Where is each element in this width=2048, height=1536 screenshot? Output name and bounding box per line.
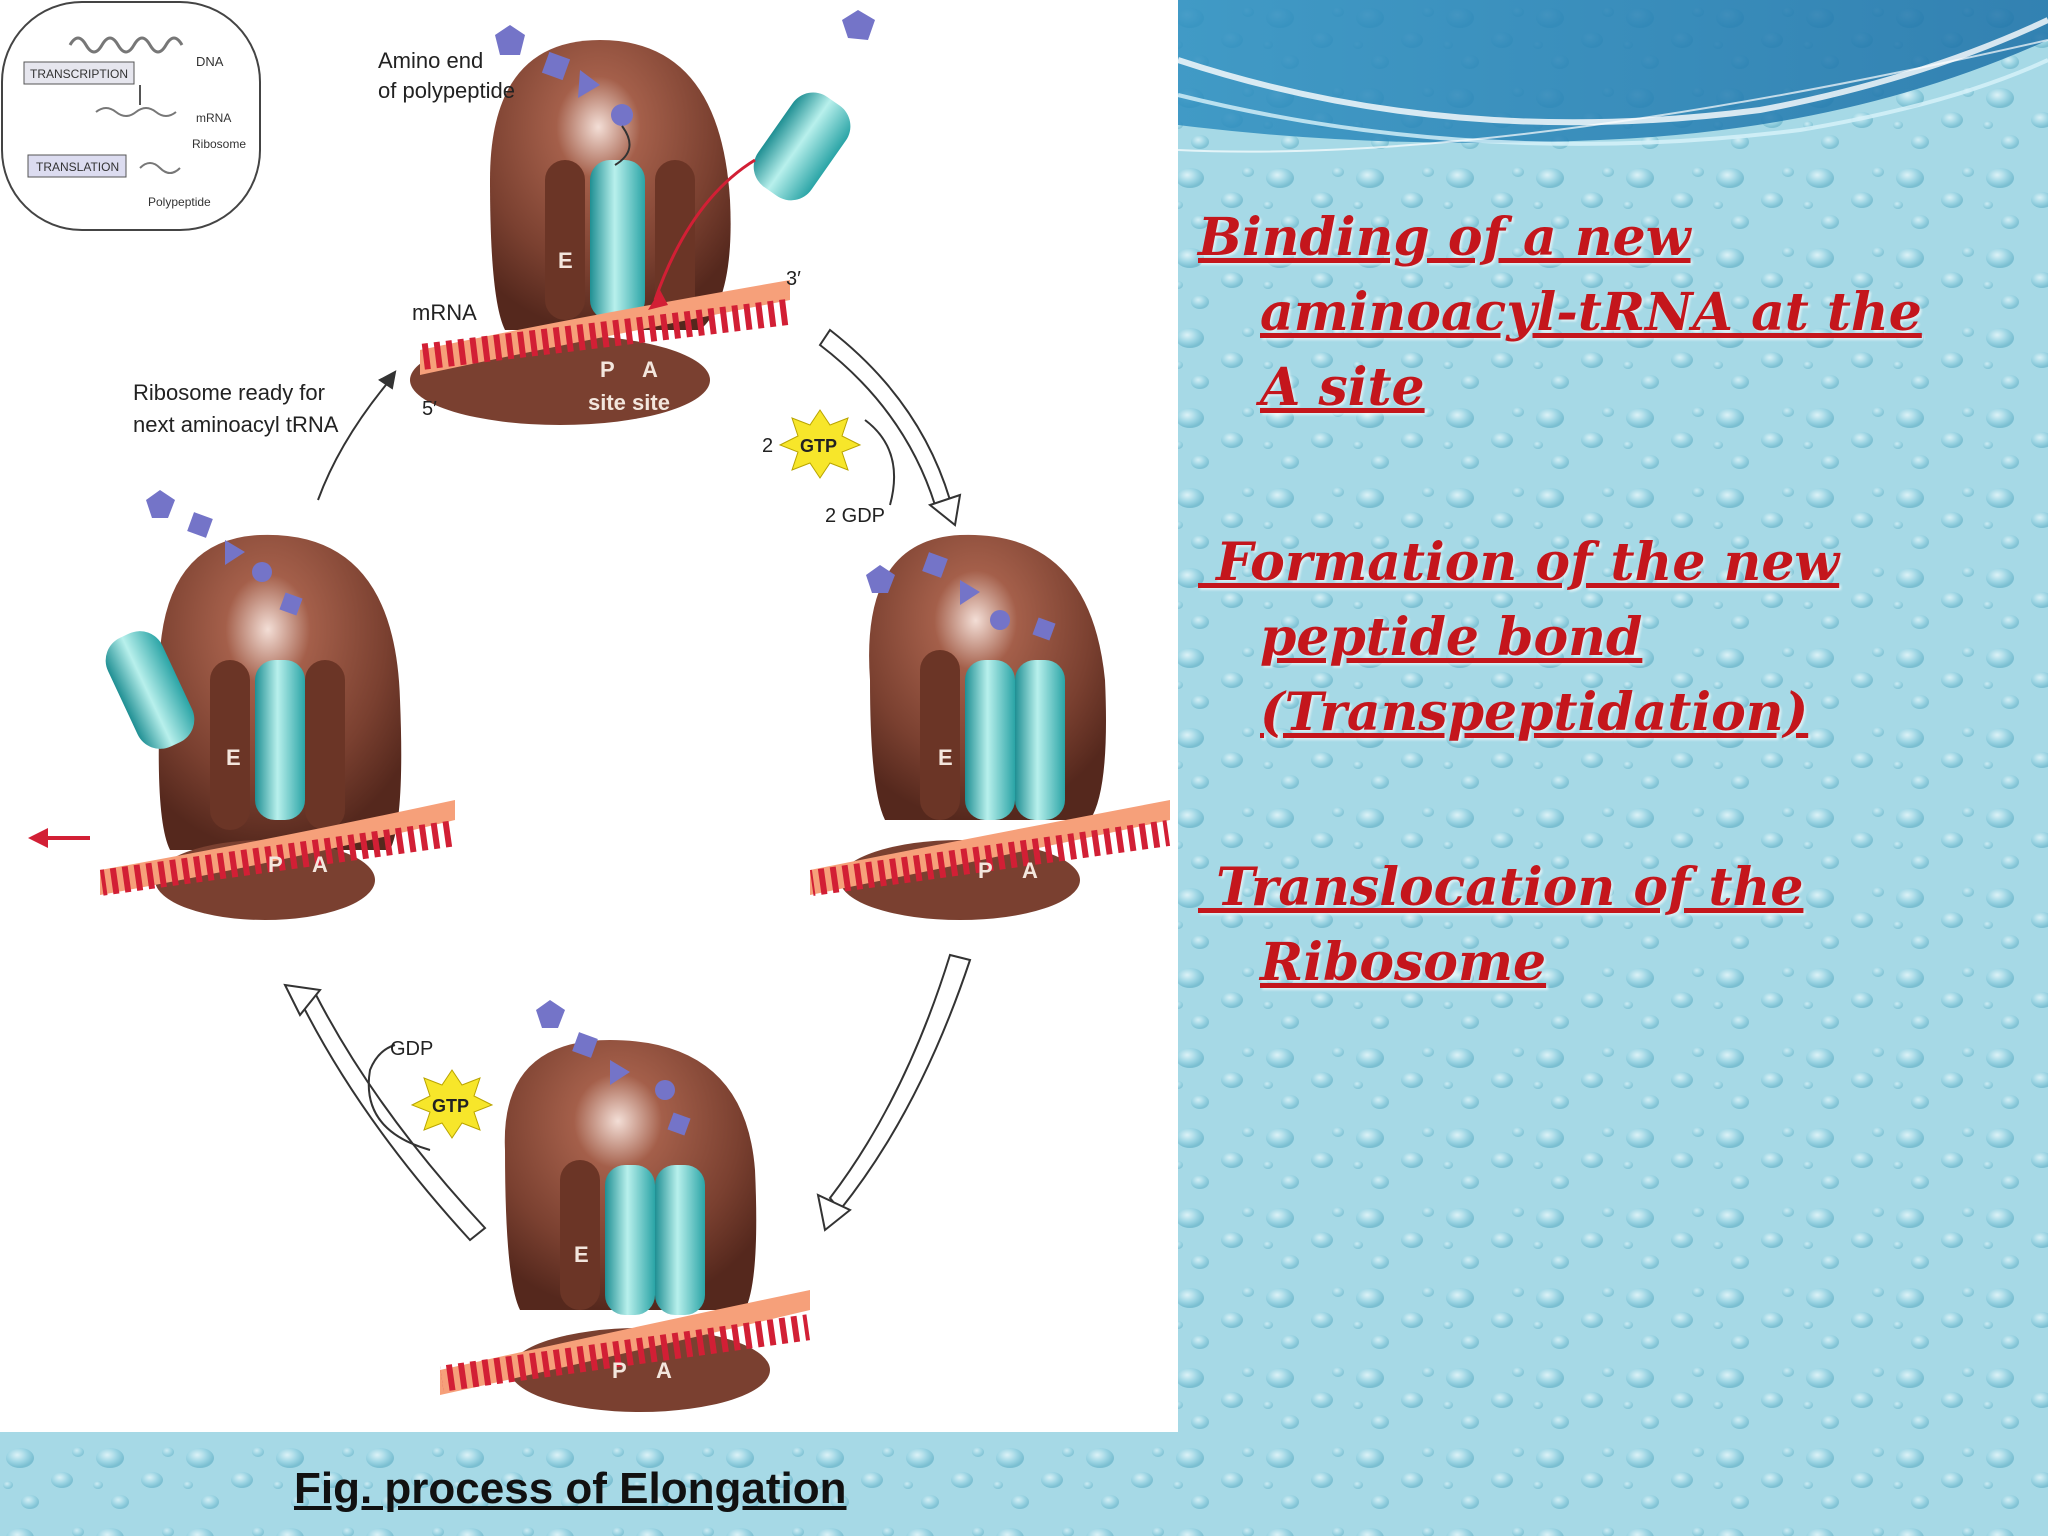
bullet-line: A site bbox=[1260, 357, 1425, 418]
bullet-line: aminoacyl-tRNA at the bbox=[1260, 282, 1922, 343]
label-amino-end-1: Amino end bbox=[378, 48, 483, 73]
incoming-trna bbox=[648, 10, 875, 310]
bullet-list: Binding of a new aminoacyl-tRNA at the A… bbox=[1198, 200, 2018, 1100]
inset-polypeptide: Polypeptide bbox=[148, 195, 211, 209]
figure-caption: Fig. process of Elongation bbox=[294, 1464, 847, 1513]
inset-translation: TRANSLATION bbox=[36, 160, 119, 174]
bullet-binding: Binding of a new aminoacyl-tRNA at the A… bbox=[1198, 200, 2018, 425]
label-a-bottom: A bbox=[656, 1358, 672, 1383]
label-mrna: mRNA bbox=[412, 300, 477, 325]
label-a-site-top: A bbox=[642, 357, 658, 382]
bullet-line: peptide bond bbox=[1260, 607, 1643, 668]
bullet-line: Formation of the new bbox=[1198, 532, 1840, 593]
inset-dna: DNA bbox=[196, 54, 224, 69]
label-ready-1: Ribosome ready for bbox=[133, 380, 325, 405]
label-amino-end-2: of polypeptide bbox=[378, 78, 515, 103]
ribosome-bottom bbox=[439, 1000, 811, 1412]
label-two: 2 bbox=[762, 435, 773, 457]
label-3-prime: 3′ bbox=[786, 268, 801, 290]
gtp-burst-lower bbox=[367, 1044, 494, 1151]
label-p-bottom: P bbox=[612, 1358, 627, 1383]
elongation-diagram: DNA TRANSCRIPTION mRNA Ribosome TRANSLAT… bbox=[1, 1, 1171, 1412]
bullet-translocation: Translocation of the Ribosome bbox=[1198, 850, 2018, 1000]
bullet-line: Binding of a new bbox=[1198, 207, 1691, 268]
ribosome-right bbox=[809, 534, 1171, 920]
bullet-line: Ribosome bbox=[1260, 932, 1547, 993]
cycle-arrows bbox=[283, 328, 972, 1242]
label-gtp-upper: GTP bbox=[800, 436, 837, 456]
label-ready-2: next aminoacyl tRNA bbox=[133, 412, 339, 437]
bullet-line: Translocation of the bbox=[1198, 857, 1804, 918]
label-gtp-lower: GTP bbox=[432, 1096, 469, 1116]
label-e-top: E bbox=[558, 248, 573, 273]
label-a-left: A bbox=[312, 852, 328, 877]
inset-transcription: TRANSCRIPTION bbox=[30, 67, 128, 81]
bullet-line: (Transpeptidation) bbox=[1260, 682, 1809, 743]
label-a-right: A bbox=[1022, 858, 1038, 883]
label-site-site: site site bbox=[588, 390, 670, 415]
ribosome-left bbox=[28, 490, 456, 920]
label-5-prime: 5′ bbox=[422, 398, 437, 420]
label-e-bottom: E bbox=[574, 1242, 589, 1267]
label-p-site-top: P bbox=[600, 357, 615, 382]
label-e-right: E bbox=[938, 745, 953, 770]
label-p-left: P bbox=[268, 852, 283, 877]
inset-mrna: mRNA bbox=[196, 111, 231, 125]
inset-ribosome: Ribosome bbox=[192, 137, 246, 151]
bullet-formation: Formation of the new peptide bond (Trans… bbox=[1198, 525, 2018, 750]
label-gdp: GDP bbox=[390, 1038, 433, 1060]
inset-overview: DNA TRANSCRIPTION mRNA Ribosome TRANSLAT… bbox=[1, 1, 261, 231]
gtp-burst-upper bbox=[778, 409, 896, 506]
label-e-left: E bbox=[226, 745, 241, 770]
label-p-right: P bbox=[978, 858, 993, 883]
label-two-gdp: 2 GDP bbox=[825, 505, 885, 527]
ribosome-top bbox=[410, 25, 791, 425]
